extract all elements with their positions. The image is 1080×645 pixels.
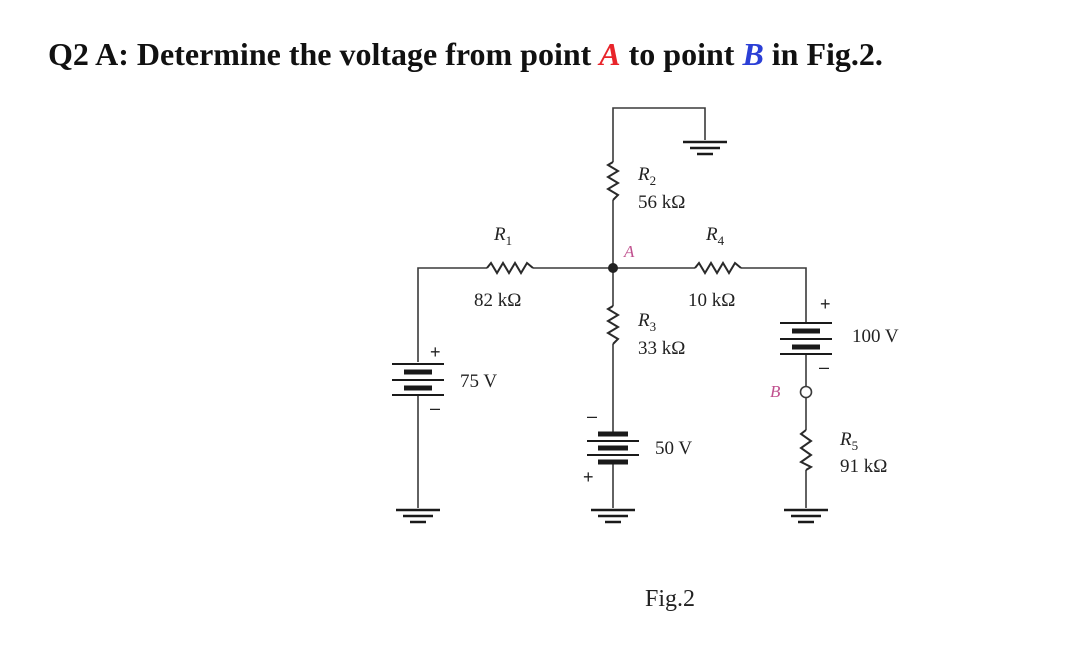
figure-caption: Fig.2 <box>644 586 695 612</box>
v2-plus: + <box>583 467 594 487</box>
resistor-r5 <box>799 429 814 471</box>
ground-left <box>396 508 440 524</box>
ground-right <box>784 508 828 524</box>
r4-name: R4 <box>705 224 725 248</box>
wire-left-top <box>417 267 487 362</box>
r3-value: 33 kΩ <box>638 338 685 359</box>
terminal-b <box>799 385 813 399</box>
r5-name: R5 <box>839 429 858 453</box>
question-prefix: Q2 A: Determine the voltage from point <box>48 36 600 72</box>
ground-middle <box>591 508 635 524</box>
question-point-a: A <box>599 36 621 72</box>
battery-100v <box>780 322 832 355</box>
v3-plus: + <box>820 294 831 314</box>
r4-value: 10 kΩ <box>688 290 735 311</box>
ground-top <box>683 140 727 156</box>
battery-75v <box>392 363 444 396</box>
v3-minus: – <box>819 357 829 377</box>
node-b-label: B <box>770 382 781 401</box>
v2-minus: – <box>587 406 597 426</box>
r2-name: R2 <box>637 164 656 188</box>
v1-plus: + <box>430 342 441 362</box>
v2-value: 50 V <box>655 438 692 459</box>
r2-value: 56 kΩ <box>638 192 685 213</box>
r3-name: R3 <box>637 310 656 334</box>
battery-50v <box>587 431 639 465</box>
node-a-label: A <box>623 242 635 261</box>
resistor-r4 <box>694 261 742 275</box>
v1-value: 75 V <box>460 371 497 392</box>
wires <box>417 107 807 508</box>
v1-minus: – <box>430 398 440 418</box>
v3-value: 100 V <box>852 326 899 347</box>
wire-right-top <box>741 267 807 322</box>
resistor-r3 <box>606 305 620 345</box>
r1-name: R1 <box>493 224 512 248</box>
question-middle: to point <box>620 36 743 72</box>
r5-value: 91 kΩ <box>840 456 887 477</box>
question-suffix: in Fig.2. <box>763 36 883 72</box>
r1-value: 82 kΩ <box>474 290 521 311</box>
resistor-r2 <box>606 161 620 201</box>
node-a-dot <box>608 263 618 273</box>
resistor-r1 <box>486 261 534 275</box>
wire-top-loop <box>612 107 706 162</box>
question-point-b: B <box>742 36 764 72</box>
question-text: Q2 A: Determine the voltage from point A… <box>48 36 883 73</box>
